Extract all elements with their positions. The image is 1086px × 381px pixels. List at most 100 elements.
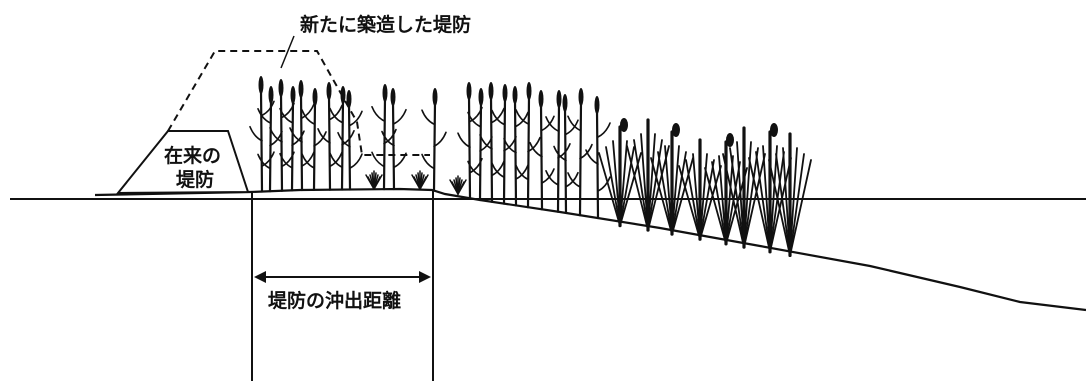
reed-leaf	[479, 134, 493, 150]
reed-leaf	[249, 125, 263, 142]
reed-leaf	[349, 153, 363, 169]
rush-blade	[789, 159, 812, 257]
reed-leaf	[433, 131, 447, 148]
rush-blade	[598, 152, 621, 227]
rush-blade	[722, 153, 745, 249]
reed-leaf	[381, 130, 395, 147]
rush-blade	[775, 153, 791, 257]
reed-plume	[290, 86, 296, 104]
extension-distance-label: 堤防の沖出距離	[268, 289, 401, 312]
reed-leaf	[541, 115, 555, 132]
reed-leaf	[515, 164, 529, 181]
rush-blade	[743, 147, 759, 249]
reed-plume	[526, 82, 532, 100]
reed-plume	[326, 82, 332, 100]
reed-plume	[340, 86, 346, 104]
reed-leaf	[371, 151, 385, 168]
rush-blade	[671, 157, 694, 236]
rush-blade	[633, 139, 649, 231]
existing-embankment-label-line2: 堤防	[176, 168, 214, 191]
reed-plume	[578, 88, 584, 106]
rush-blade	[647, 139, 663, 231]
reed-leaf	[329, 104, 343, 121]
rush-blade	[699, 159, 715, 241]
reed-plume	[390, 88, 396, 106]
reed-leaf	[337, 131, 351, 148]
reed-leaf	[279, 107, 293, 124]
reed-leaf	[515, 164, 529, 180]
rush-blade	[678, 165, 701, 241]
new-embankment-outline	[167, 50, 430, 156]
reed-plume	[298, 80, 304, 98]
reed-leaf	[393, 108, 407, 125]
reed-leaf	[503, 137, 517, 154]
reed-leaf	[467, 160, 481, 177]
reed-leaf	[491, 109, 505, 126]
low-bush-blade	[419, 174, 429, 190]
reed-leaf	[491, 107, 505, 124]
new-embankment-label: 新たに築造した堤防	[300, 13, 471, 36]
reed-plume	[432, 88, 438, 106]
reed-leaf	[261, 100, 275, 117]
reed-plume	[268, 86, 274, 104]
reed-plume	[382, 84, 388, 102]
ground-profile	[94, 187, 1086, 312]
reed-leaf	[329, 107, 343, 124]
reed-leaf	[261, 151, 275, 167]
rush-seedhead	[672, 123, 680, 137]
reed-leaf	[269, 127, 283, 143]
reed-leaf	[289, 127, 303, 143]
rush-blade	[685, 159, 701, 241]
reed-leaf	[371, 105, 385, 122]
rush-blade	[755, 151, 771, 253]
existing-embankment-label-line1: 在来の	[164, 144, 221, 167]
reed-leaf	[529, 141, 543, 158]
reed-plume	[556, 90, 562, 108]
reed-leaf	[515, 109, 529, 125]
rush-blade	[725, 161, 741, 245]
reed-leaf	[585, 149, 599, 165]
reed-plume	[312, 88, 318, 106]
reed-leaf	[317, 128, 331, 144]
rush-blade	[704, 167, 727, 245]
rush-seedhead	[620, 118, 628, 132]
rush-seedhead	[770, 123, 778, 137]
reed-plume	[478, 88, 484, 106]
rush-blade	[789, 153, 805, 257]
reed-leaf	[567, 172, 581, 188]
reed-leaf	[329, 152, 343, 168]
reed-plume	[562, 94, 568, 112]
rush-blade	[729, 147, 745, 249]
reed-plume	[594, 96, 600, 114]
reed-leaf	[301, 109, 315, 125]
reed-leaf	[421, 109, 435, 125]
reed-leaf	[349, 110, 363, 127]
arrowhead-right	[419, 271, 431, 283]
reed-leaf	[553, 145, 567, 162]
reed-leaf	[491, 162, 505, 178]
reed-vegetation	[249, 76, 812, 258]
reed-plume	[278, 79, 284, 97]
reed-leaf	[421, 153, 435, 170]
reed-leaf	[545, 169, 559, 186]
reed-leaf	[565, 119, 579, 136]
rush-blade	[748, 157, 771, 253]
rush-seedhead	[726, 133, 734, 147]
reed-plume	[488, 82, 494, 100]
rush-blade	[657, 151, 673, 236]
reed-leaf	[269, 130, 283, 147]
rush-blade	[769, 157, 792, 253]
reed-leaf	[257, 153, 271, 170]
reed-leaf	[257, 108, 271, 124]
reed-leaf	[527, 136, 541, 153]
arrowhead-left	[254, 271, 266, 283]
rush-blade	[626, 145, 649, 231]
rush-blade	[743, 153, 766, 249]
reed-plume	[258, 76, 264, 94]
reed-leaf	[329, 151, 343, 168]
rush-blade	[671, 151, 687, 236]
reed-leaf	[597, 176, 611, 192]
low-bush-blade	[457, 179, 467, 195]
reed-plume	[466, 82, 472, 100]
